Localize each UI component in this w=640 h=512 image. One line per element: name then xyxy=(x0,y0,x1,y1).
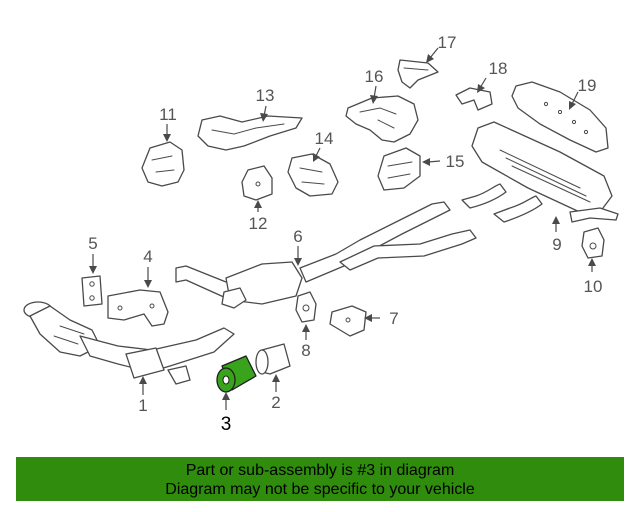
callout-9: 9 xyxy=(552,235,561,254)
callout-5: 5 xyxy=(88,234,97,253)
callout-18: 18 xyxy=(489,59,508,78)
part-4 xyxy=(107,289,169,327)
part-15 xyxy=(377,147,421,191)
part-8 xyxy=(295,291,317,323)
callout-11: 11 xyxy=(159,105,177,124)
leader-lines xyxy=(89,47,596,410)
callout-7: 7 xyxy=(389,309,398,328)
callout-12: 12 xyxy=(249,214,268,233)
callout-8: 8 xyxy=(301,341,310,360)
callout-15: 15 xyxy=(446,152,465,171)
part-5 xyxy=(81,275,103,307)
callout-14: 14 xyxy=(315,129,334,148)
callout-16: 16 xyxy=(365,67,384,86)
part-13 xyxy=(197,115,303,151)
part-10 xyxy=(581,227,605,259)
callout-19: 19 xyxy=(578,76,597,95)
callout-2: 2 xyxy=(271,393,280,412)
part-3-highlighted xyxy=(216,355,257,393)
part-12 xyxy=(241,165,273,201)
part-18 xyxy=(455,87,493,111)
callout-17: 17 xyxy=(438,33,457,52)
callout-1: 1 xyxy=(138,396,147,415)
banner-line-disclaimer: Diagram may not be specific to your vehi… xyxy=(165,481,475,498)
part-11 xyxy=(141,141,185,187)
callout-10: 10 xyxy=(584,277,603,296)
callout-labels: 1 2 3 4 5 6 7 8 9 10 11 12 13 14 15 16 1… xyxy=(88,33,602,435)
part-16 xyxy=(345,95,419,143)
part-2 xyxy=(255,343,291,375)
callout-13: 13 xyxy=(256,86,275,105)
callout-4: 4 xyxy=(143,247,152,266)
part-1 xyxy=(23,301,235,385)
part-info-banner: Part or sub-assembly is #3 in diagram Di… xyxy=(16,457,624,501)
part-17 xyxy=(397,59,439,89)
callout-6: 6 xyxy=(293,227,302,246)
part-6 xyxy=(175,201,477,309)
part-7 xyxy=(329,305,367,337)
callout-3: 3 xyxy=(221,414,232,435)
banner-line-part-number: Part or sub-assembly is #3 in diagram xyxy=(185,462,455,479)
part-19 xyxy=(511,81,609,153)
part-9 xyxy=(461,121,619,223)
